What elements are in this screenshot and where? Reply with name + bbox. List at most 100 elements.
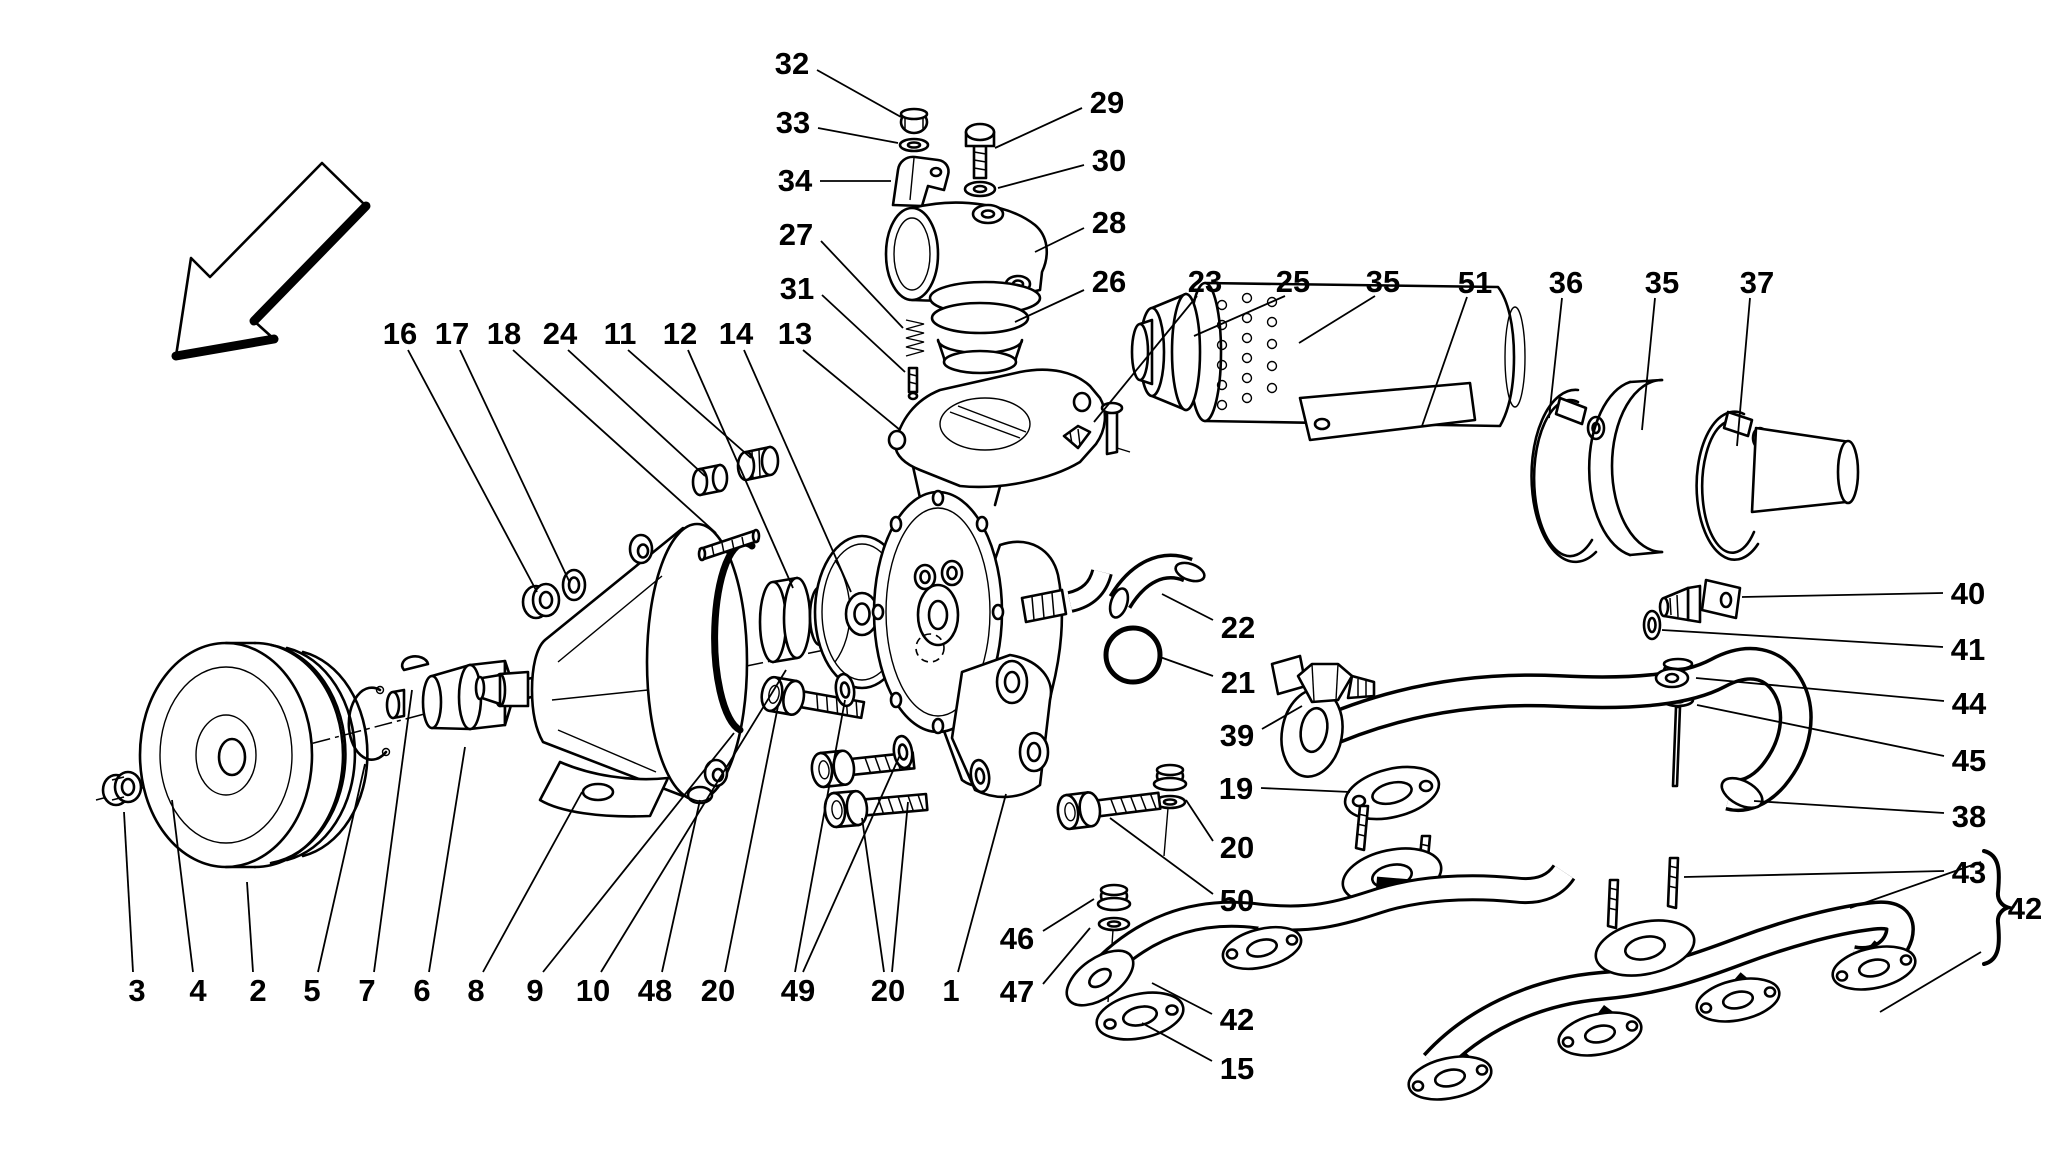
leader-line-13: [802, 349, 901, 431]
spring-stud: [907, 366, 919, 401]
callout-number-27: 27: [779, 217, 813, 252]
leader-line-16: [407, 349, 538, 593]
callout-number-33: 33: [776, 105, 810, 140]
leader-line-40: [1741, 592, 1944, 598]
leader-line-51: [1421, 296, 1468, 427]
woodruff-key: [400, 655, 430, 672]
leader-line-23: [1093, 295, 1198, 423]
leader-line-19: [1260, 787, 1351, 793]
callout-number-51: 51: [1458, 265, 1492, 300]
bolt-washer: [963, 180, 997, 198]
leader-line-26: [1014, 289, 1085, 323]
callout-number-36: 36: [1549, 265, 1583, 300]
callout-number-39: 39: [1220, 718, 1254, 753]
callout-number-15: 15: [1220, 1051, 1254, 1086]
water-outlet-elbow: [884, 201, 1049, 316]
leader-line-49: [794, 699, 846, 973]
leader-line-22: [1161, 593, 1214, 621]
sensor-seal-washer: [1642, 609, 1662, 641]
o-ring: [1103, 625, 1163, 685]
hose-sleeve: [1587, 378, 1664, 557]
callout-number-12: 12: [663, 316, 697, 351]
callout-number-44: 44: [1952, 686, 1987, 721]
callout-number-5: 5: [303, 973, 320, 1008]
callout-number-11: 11: [604, 316, 637, 351]
callout-number-37: 37: [1740, 265, 1774, 300]
callout-number-32: 32: [775, 46, 809, 81]
leader-line-50: [1109, 817, 1214, 895]
callout-number-49: 49: [781, 973, 815, 1008]
leader-line-32: [816, 69, 902, 118]
stud-washer: [1661, 692, 1695, 788]
leader-line-39: [1261, 705, 1303, 730]
leader-line-14: [743, 349, 852, 593]
leader-line-42: [1151, 982, 1213, 1015]
leader-line-11: [627, 349, 752, 459]
leader-line-4: [171, 799, 194, 973]
leader-line-42: [1849, 861, 1982, 909]
leader-line-21: [1159, 656, 1214, 677]
exhaust-manifold-left: [1065, 863, 1576, 1007]
callout-number-6: 6: [413, 973, 430, 1008]
leader-line-36: [1548, 297, 1563, 419]
leader-line-6: [428, 746, 466, 973]
leader-line-28: [1034, 227, 1085, 253]
callout-number-35: 35: [1645, 265, 1679, 300]
callout-number-8: 8: [467, 973, 484, 1008]
leader-line-45: [1696, 704, 1945, 757]
manifold-center-flange: [1594, 856, 1696, 977]
leader-line-17: [459, 349, 571, 584]
callout-number-16: 16: [383, 316, 417, 351]
callout-number-28: 28: [1092, 205, 1126, 240]
leader-line-20: [891, 801, 909, 973]
snap-ring: [347, 685, 391, 761]
leader-line-41: [1661, 629, 1944, 648]
leader-line-29: [994, 107, 1083, 149]
callout-number-2: 2: [249, 973, 266, 1008]
callout-number-13: 13: [778, 316, 812, 351]
callout-number-42: 42: [2008, 891, 2042, 926]
leader-line-9: [542, 732, 735, 973]
leader-line-18: [512, 349, 717, 534]
pump-cover: [474, 522, 749, 818]
leader-line-20: [1185, 799, 1214, 842]
callout-number-42: 42: [1220, 1002, 1254, 1037]
callout-number-22: 22: [1221, 610, 1255, 645]
callout-number-25: 25: [1276, 264, 1310, 299]
callout-number-41: 41: [1951, 632, 1985, 667]
lock-nut: [899, 107, 929, 135]
pipe-stub: [1750, 426, 1860, 514]
leader-line-12: [687, 349, 794, 589]
leader-line-10: [600, 669, 787, 973]
leader-line-35: [1298, 295, 1376, 344]
direction-arrow-icon: [171, 161, 371, 361]
callout-number-3: 3: [128, 973, 145, 1008]
callout-number-30: 30: [1092, 143, 1126, 178]
leader-line-48: [661, 799, 701, 973]
leader-line-49: [802, 754, 901, 973]
callout-number-17: 17: [435, 316, 469, 351]
callout-number-26: 26: [1092, 264, 1126, 299]
bleed-pipe: [1100, 401, 1131, 456]
leader-line-31: [821, 294, 906, 373]
callout-number-18: 18: [487, 316, 521, 351]
leader-line-8: [482, 791, 583, 973]
exploded-parts-artwork: [95, 107, 2015, 1101]
pump-washer: [561, 568, 587, 602]
leader-line-7: [373, 689, 413, 973]
callout-number-34: 34: [778, 163, 813, 198]
callout-number-21: 21: [1221, 665, 1255, 700]
temperature-sensor: [1658, 578, 1742, 624]
callout-number-40: 40: [1951, 576, 1985, 611]
callout-number-45: 45: [1952, 743, 1986, 778]
threaded-fitting: [736, 445, 780, 482]
leader-line-38: [1753, 800, 1945, 814]
callout-number-38: 38: [1952, 799, 1986, 834]
leader-line-20: [861, 817, 885, 973]
callout-number-31: 31: [780, 271, 814, 306]
water-return-pipe: [1280, 646, 1813, 812]
leader-line-42: [1879, 951, 1982, 1013]
leader-line-43: [1683, 870, 1945, 878]
leader-line-20: [724, 705, 779, 973]
